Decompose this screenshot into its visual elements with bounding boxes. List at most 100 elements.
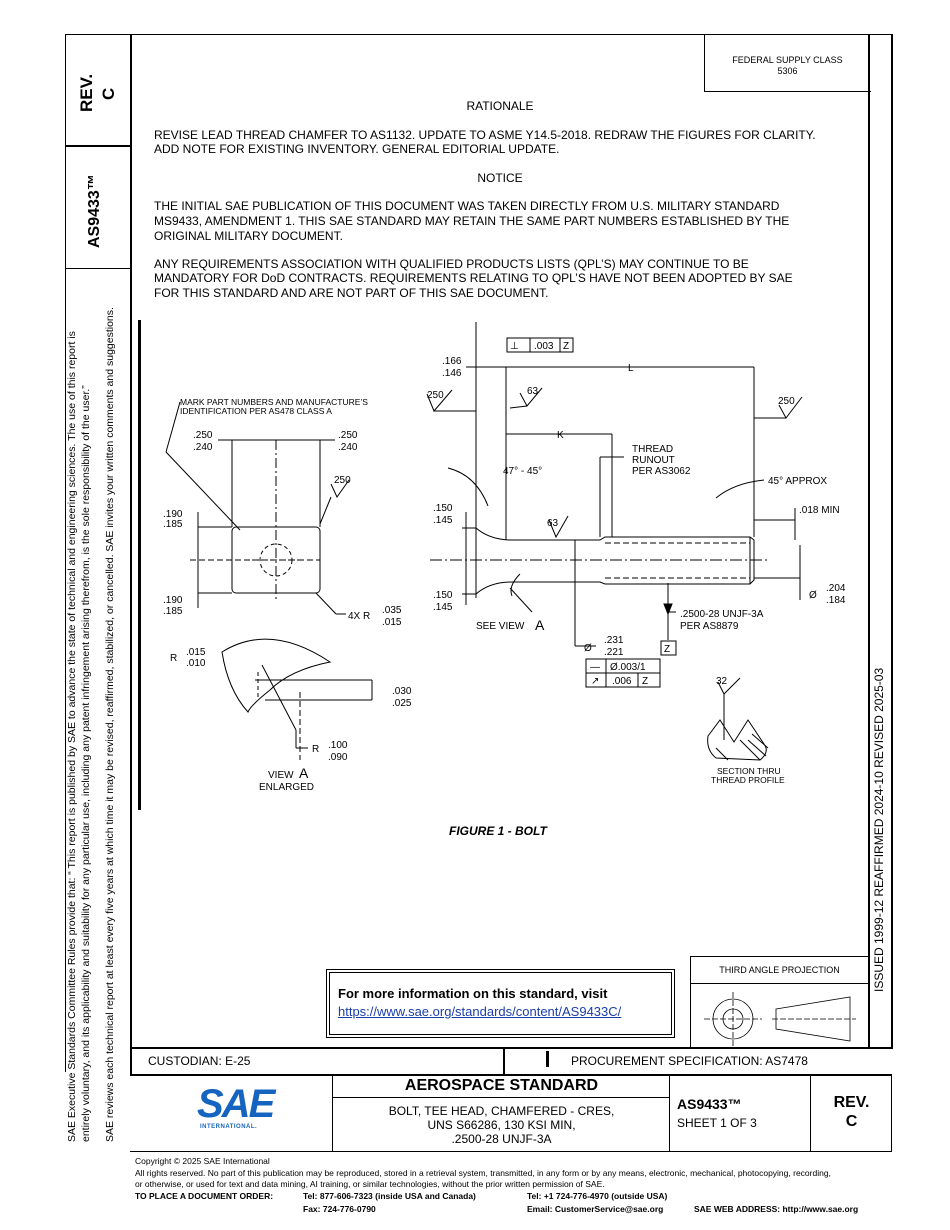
fcf-perp-symbol: ⊥ — [510, 341, 519, 352]
dim-145-b: .145 — [433, 602, 453, 613]
finish-63-b: 63 — [547, 518, 559, 529]
notice-p1-l2: MS9433, AMENDMENT 1. THIS SAE STANDARD M… — [154, 214, 790, 228]
fsc-value: 5306 — [777, 66, 798, 76]
dim-190-a: .190 — [163, 509, 183, 520]
sae-logo: SAE INTERNATIONAL. — [197, 1082, 275, 1134]
see-view-label: SEE VIEW — [476, 621, 525, 632]
radius-label-a: R — [170, 653, 177, 664]
description-line-3: .2500-28 UNJF-3A — [451, 1132, 552, 1146]
procurement-marker — [546, 1051, 549, 1067]
fcf-runout-value: .006 — [612, 676, 632, 687]
dim-221: .221 — [604, 647, 624, 658]
radius-label-b: R — [312, 744, 319, 755]
rationale-text-1: REVISE LEAD THREAD CHAMFER TO AS1132. UP… — [154, 128, 816, 142]
change-bar — [138, 320, 141, 810]
projection-box — [690, 956, 869, 1049]
sae-logo-text: SAE — [197, 1082, 275, 1126]
dim-184: .184 — [826, 595, 846, 606]
dim-185-b: .185 — [163, 606, 183, 617]
dim-015-b: .015 — [186, 647, 206, 658]
fcf-straightness-symbol: — — [590, 662, 600, 673]
fcf-perp-value: .003 — [534, 341, 554, 352]
procurement-label: PROCUREMENT SPECIFICATION: AS7478 — [571, 1054, 808, 1068]
datum-z: Z — [664, 644, 670, 655]
dim-030: .030 — [392, 686, 412, 697]
dim-146: .146 — [442, 368, 462, 379]
section-label-2: THREAD PROFILE — [711, 775, 785, 785]
dim-204: .204 — [826, 583, 846, 594]
thread-runout-3: PER AS3062 — [632, 466, 691, 477]
dim-010: .010 — [186, 658, 206, 669]
title-block-row — [130, 1074, 892, 1076]
projection-divider — [690, 983, 869, 984]
dim-150-a: .150 — [433, 503, 453, 514]
rationale-heading: RATIONALE — [466, 99, 534, 113]
custodian-divider — [503, 1047, 505, 1074]
bolt-figure: MARK PART NUMBERS AND MANUFACTURE’S IDEN… — [163, 322, 846, 793]
dim-150-b: .150 — [433, 590, 453, 601]
view-a-label: VIEW — [268, 770, 294, 781]
footer-rights-2: or otherwise, or used for text and data … — [135, 1179, 605, 1189]
docnum-cell — [670, 1075, 811, 1152]
logo-cell — [130, 1075, 333, 1152]
notice-p2-l1: ANY REQUIREMENTS ASSOCIATION WITH QUALIF… — [154, 257, 749, 271]
info-title: For more information on this standard, v… — [338, 986, 608, 1001]
view-a-letter: A — [299, 765, 309, 781]
sheet-number: SHEET 1 OF 3 — [677, 1116, 757, 1130]
dim-250-a: .250 — [193, 430, 213, 441]
footer-email: Email: CustomerService@sae.org — [527, 1204, 664, 1214]
info-link[interactable]: https://www.sae.org/standards/content/AS… — [338, 1004, 622, 1019]
dim-185-a: .185 — [163, 519, 183, 530]
thread-spec: .2500-28 UNJF-3A — [680, 609, 764, 620]
docnum-box — [65, 145, 132, 269]
mark-note-1: MARK PART NUMBERS AND MANUFACTURE’S — [180, 397, 368, 407]
finish-32: 32 — [716, 676, 728, 687]
figure-caption: FIGURE 1 - BOLT — [449, 824, 547, 838]
dim-240-b: .240 — [338, 442, 358, 453]
rationale-text-2: ADD NOTE FOR EXISTING INVENTORY. GENERAL… — [154, 142, 560, 156]
info-box: For more information on this standard, v… — [326, 969, 675, 1038]
footer-tel-us: Tel: 877-606-7323 (inside USA and Canada… — [303, 1191, 476, 1201]
dim-145-a: .145 — [433, 515, 453, 526]
notice-p2-l3: FOR THIS STANDARD AND ARE NOT PART OF TH… — [154, 286, 549, 300]
title-doc-number: AS9433™ — [677, 1096, 742, 1112]
aerospace-divider — [333, 1097, 670, 1098]
dim-240-a: .240 — [193, 442, 213, 453]
projection-label: THIRD ANGLE PROJECTION — [719, 965, 840, 975]
dim-025: .025 — [392, 698, 412, 709]
info-box-inner — [329, 972, 672, 1035]
notice-p1-l3: ORIGINAL MILITARY DOCUMENT. — [154, 229, 343, 243]
fcf-runout-datum: Z — [642, 676, 648, 687]
footer-order-label: TO PLACE A DOCUMENT ORDER: — [135, 1191, 274, 1201]
section-label-1: SECTION THRU — [717, 766, 781, 776]
finish-250-b: 250 — [778, 396, 795, 407]
dia-symbol-204: Ø — [809, 590, 817, 601]
length-k: K — [557, 430, 564, 441]
notice-p1-l1: THE INITIAL SAE PUBLICATION OF THIS DOCU… — [154, 199, 780, 213]
dim-035: .035 — [382, 605, 402, 616]
see-view-letter: A — [535, 617, 545, 633]
angle-47-45: 47° - 45° — [503, 466, 542, 477]
finish-250-head: 250 — [334, 475, 351, 486]
fsc-label: FEDERAL SUPPLY CLASS — [732, 55, 843, 65]
footer-fax: Fax: 724-776-0790 — [303, 1204, 376, 1214]
description-line-2: UNS S66286, 130 KSI MIN, — [427, 1118, 576, 1132]
footer-rights-1: All rights reserved. No part of this pub… — [135, 1168, 831, 1178]
enlarged-label: ENLARGED — [259, 782, 314, 793]
right-strip-border-outer — [891, 34, 893, 1049]
finish-63-a: 63 — [527, 386, 539, 397]
rev-box — [65, 34, 132, 147]
fcf-runout-symbol: ↗ — [591, 676, 599, 687]
footer-web: SAE WEB ADDRESS: http://www.sae.org — [694, 1204, 859, 1214]
length-l: L — [628, 363, 634, 374]
radius-4x: 4X R — [348, 611, 370, 622]
finish-250-a: 250 — [427, 390, 444, 401]
dim-015: .015 — [382, 617, 402, 628]
projection-symbol — [704, 992, 856, 1046]
dim-166: .166 — [442, 356, 462, 367]
fsc-box — [704, 34, 871, 92]
title-rev-label: REV. — [833, 1094, 870, 1111]
dim-250-b: .250 — [338, 430, 358, 441]
footer-copyright: Copyright © 2025 SAE International — [135, 1156, 270, 1166]
notice-heading: NOTICE — [477, 171, 523, 185]
